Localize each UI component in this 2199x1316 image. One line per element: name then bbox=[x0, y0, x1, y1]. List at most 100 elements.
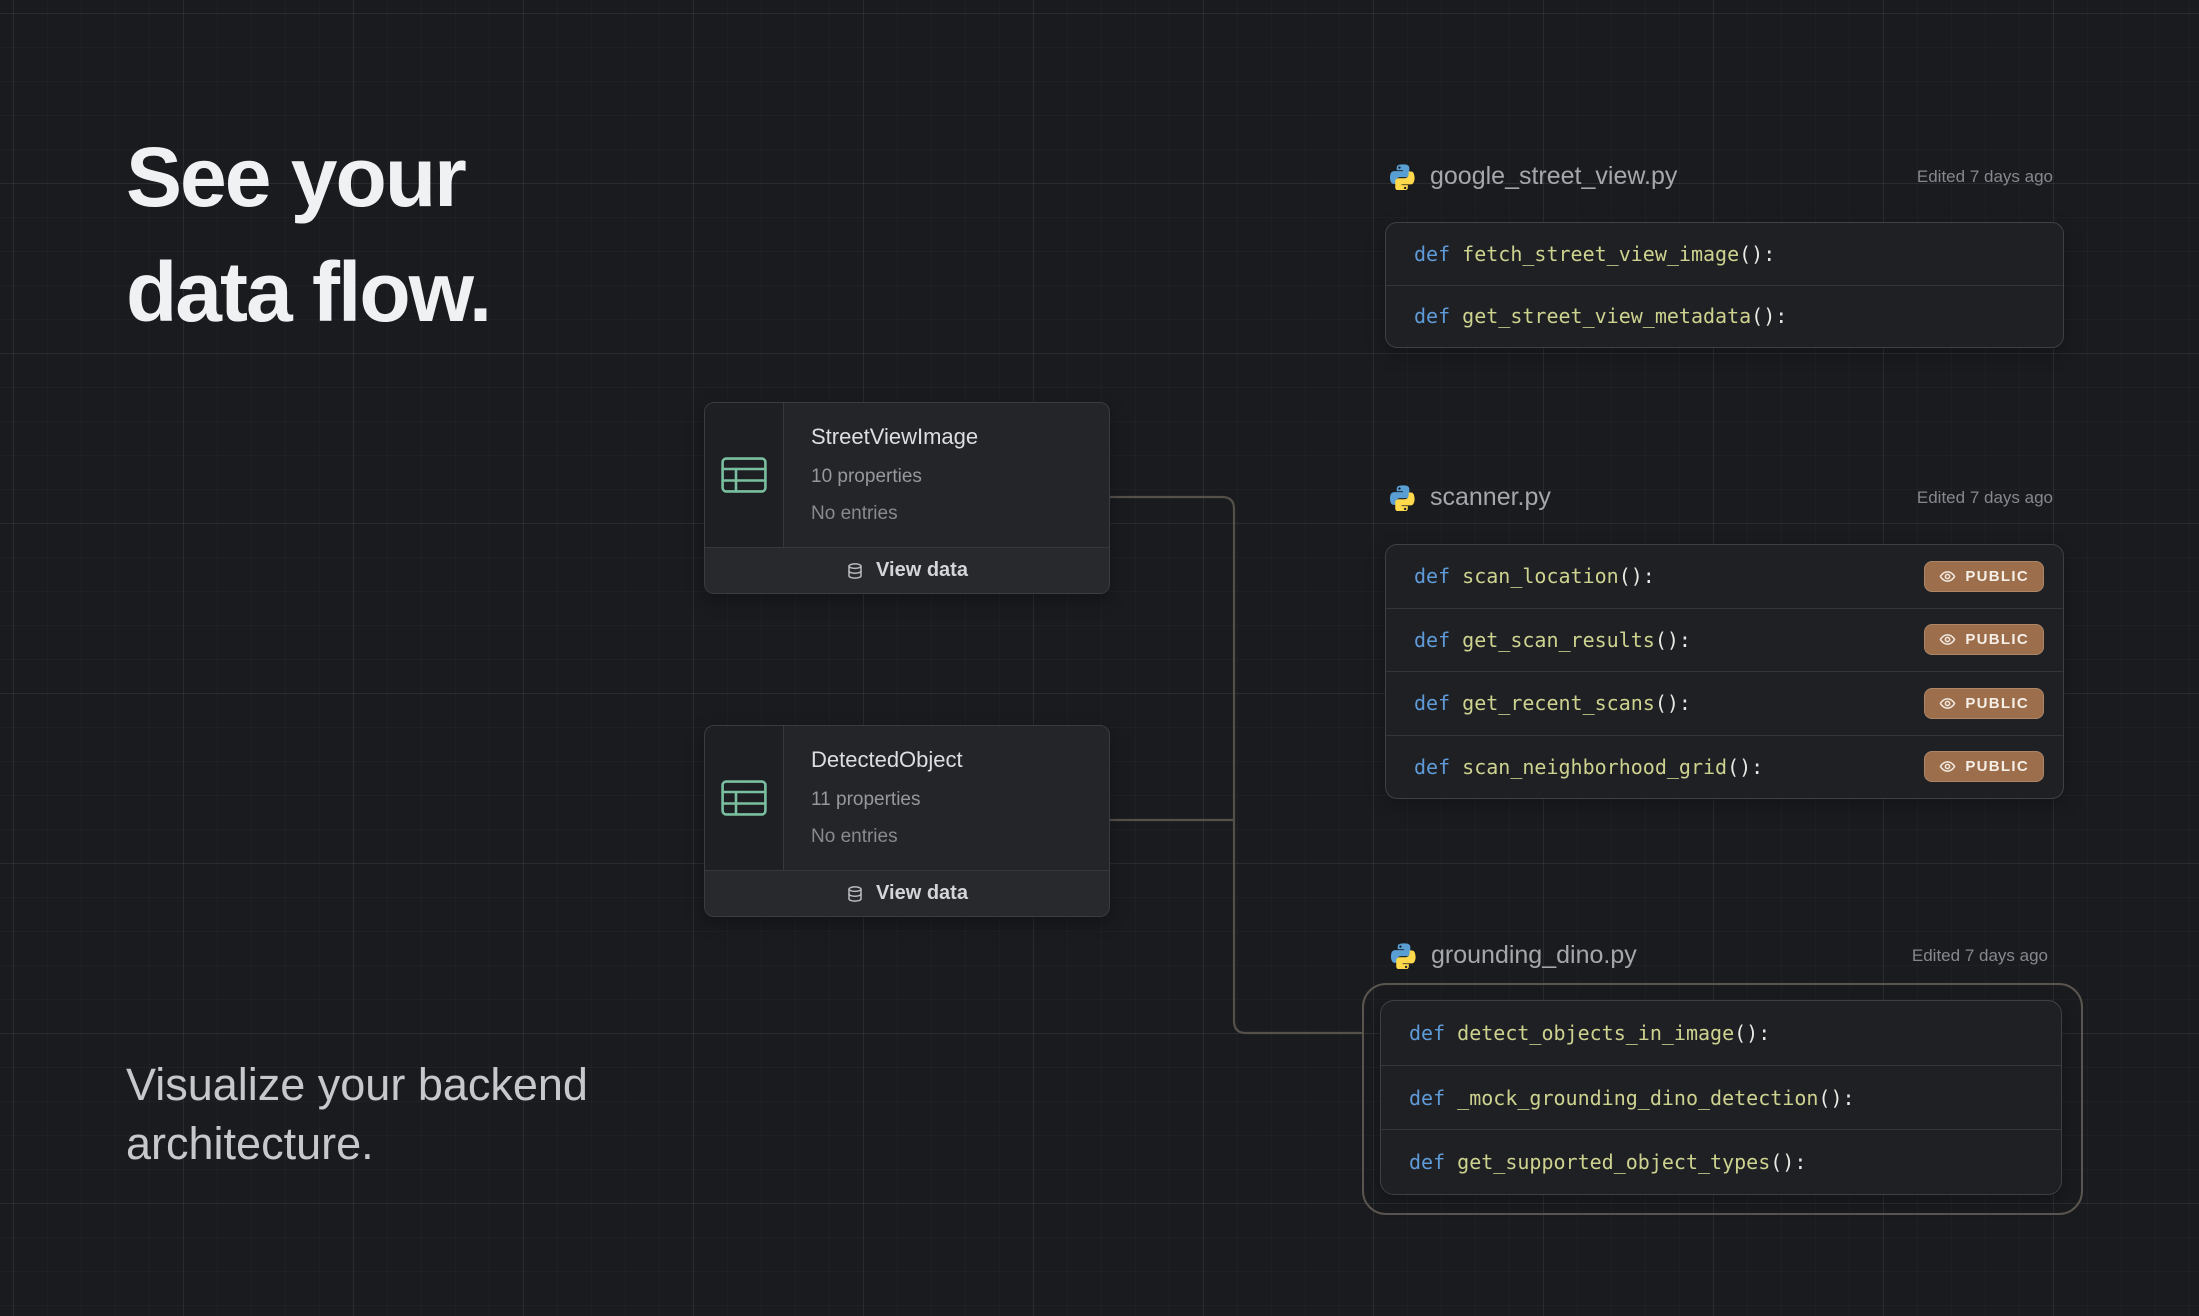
entity-title: StreetViewImage bbox=[811, 424, 979, 449]
page-title-line2: data flow. bbox=[126, 245, 492, 339]
page-subtitle-line2: architecture. bbox=[126, 1118, 374, 1169]
file-name: google_street_view.py bbox=[1430, 162, 1678, 190]
database-icon bbox=[846, 885, 864, 903]
visibility-badge: PUBLIC bbox=[1924, 560, 2044, 592]
function-signature: def fetch_street_view_image(): bbox=[1414, 242, 1775, 266]
function-name: fetch_street_view_image bbox=[1462, 241, 1740, 266]
file-edited-timestamp: Edited 7 days ago bbox=[1916, 166, 2053, 186]
visibility-badge: PUBLIC bbox=[1924, 624, 2044, 656]
function-parens: (): bbox=[1734, 1020, 1771, 1045]
function-row[interactable]: def _mock_grounding_dino_detection(): bbox=[1381, 1064, 2061, 1130]
function-row[interactable]: def scan_neighborhood_grid(): PUBLIC bbox=[1386, 734, 2063, 799]
function-signature: def _mock_grounding_dino_detection(): bbox=[1409, 1086, 1855, 1110]
function-signature: def get_supported_object_types(): bbox=[1409, 1150, 1806, 1174]
eye-icon bbox=[1939, 695, 1956, 712]
function-row[interactable]: def detect_objects_in_image(): bbox=[1381, 1001, 2061, 1065]
function-name: get_scan_results bbox=[1462, 627, 1655, 652]
view-data-label: View data bbox=[876, 559, 968, 581]
page-title-line1: See your bbox=[126, 130, 467, 224]
function-row[interactable]: def get_recent_scans(): PUBLIC bbox=[1386, 671, 2063, 735]
view-data-label: View data bbox=[876, 882, 968, 904]
entity-properties-count: 10 properties bbox=[811, 466, 922, 487]
entity-properties-count: 11 properties bbox=[811, 789, 921, 810]
visibility-badge-label: PUBLIC bbox=[1965, 758, 2029, 776]
function-parens: (): bbox=[1654, 627, 1691, 652]
function-row[interactable]: def get_scan_results(): PUBLIC bbox=[1386, 607, 2063, 672]
entity-info: StreetViewImage 10 properties No entries bbox=[784, 403, 1109, 547]
function-parens: (): bbox=[1770, 1150, 1807, 1175]
def-keyword: def bbox=[1414, 241, 1463, 266]
def-keyword: def bbox=[1414, 754, 1463, 779]
eye-icon bbox=[1939, 758, 1956, 775]
entity-card-detected_object: DetectedObject 11 properties No entries … bbox=[704, 725, 1110, 917]
visibility-badge-label: PUBLIC bbox=[1965, 631, 2029, 649]
function-name: _mock_grounding_dino_detection bbox=[1457, 1085, 1819, 1110]
connector-streetview-to-dino bbox=[1108, 495, 1362, 1035]
def-keyword: def bbox=[1414, 564, 1463, 589]
function-name: get_street_view_metadata bbox=[1462, 304, 1752, 329]
function-name: scan_neighborhood_grid bbox=[1462, 754, 1728, 779]
visibility-badge-label: PUBLIC bbox=[1965, 567, 2029, 585]
function-parens: (): bbox=[1727, 754, 1764, 779]
file-header: scanner.py Edited 7 days ago bbox=[1390, 483, 2053, 512]
def-keyword: def bbox=[1409, 1150, 1458, 1175]
def-keyword: def bbox=[1414, 627, 1463, 652]
function-row[interactable]: def scan_location(): PUBLIC bbox=[1386, 545, 2063, 608]
function-list: def fetch_street_view_image(): def get_s… bbox=[1385, 222, 2064, 348]
file-edited-timestamp: Edited 7 days ago bbox=[1911, 945, 2048, 965]
entity-entries-count: No entries bbox=[811, 826, 898, 847]
function-row[interactable]: def get_supported_object_types(): bbox=[1381, 1129, 2061, 1194]
entity-card-street_view_image: StreetViewImage 10 properties No entries… bbox=[704, 402, 1110, 594]
function-signature: def get_street_view_metadata(): bbox=[1414, 304, 1787, 328]
python-icon bbox=[1390, 163, 1416, 190]
view-data-button[interactable]: View data bbox=[705, 870, 1109, 916]
entity-entries-count: No entries bbox=[811, 503, 898, 524]
table-icon bbox=[705, 403, 784, 547]
function-signature: def get_recent_scans(): bbox=[1414, 691, 1691, 715]
entity-card-body: StreetViewImage 10 properties No entries bbox=[705, 403, 1109, 547]
file-header: google_street_view.py Edited 7 days ago bbox=[1390, 162, 2053, 191]
function-signature: def scan_neighborhood_grid(): bbox=[1414, 755, 1763, 779]
function-row[interactable]: def fetch_street_view_image(): bbox=[1386, 223, 2063, 285]
table-icon bbox=[705, 726, 784, 870]
def-keyword: def bbox=[1414, 691, 1463, 716]
function-list: def detect_objects_in_image(): def _mock… bbox=[1380, 1000, 2062, 1195]
function-signature: def scan_location(): bbox=[1414, 564, 1655, 588]
def-keyword: def bbox=[1409, 1020, 1458, 1045]
function-parens: (): bbox=[1739, 241, 1776, 266]
page-title: See your data flow. bbox=[126, 120, 492, 350]
file-header: grounding_dino.py Edited 7 days ago bbox=[1391, 941, 2048, 970]
def-keyword: def bbox=[1409, 1085, 1458, 1110]
function-parens: (): bbox=[1818, 1085, 1855, 1110]
function-name: detect_objects_in_image bbox=[1457, 1020, 1735, 1045]
visibility-badge: PUBLIC bbox=[1924, 687, 2044, 719]
entity-info: DetectedObject 11 properties No entries bbox=[784, 726, 1109, 870]
entity-card-body: DetectedObject 11 properties No entries bbox=[705, 726, 1109, 870]
function-parens: (): bbox=[1751, 304, 1788, 329]
file-edited-timestamp: Edited 7 days ago bbox=[1916, 487, 2053, 507]
function-signature: def get_scan_results(): bbox=[1414, 628, 1691, 652]
file-highlight-ring bbox=[1362, 983, 2083, 1215]
page-subtitle-line1: Visualize your backend bbox=[126, 1059, 588, 1110]
entity-title: DetectedObject bbox=[811, 747, 963, 772]
def-keyword: def bbox=[1414, 304, 1463, 329]
function-signature: def detect_objects_in_image(): bbox=[1409, 1021, 1770, 1045]
page-subtitle: Visualize your backend architecture. bbox=[126, 1055, 588, 1173]
function-parens: (): bbox=[1618, 564, 1655, 589]
eye-icon bbox=[1939, 568, 1956, 585]
python-icon bbox=[1391, 942, 1417, 969]
database-icon bbox=[846, 562, 864, 580]
visibility-badge-label: PUBLIC bbox=[1965, 694, 2029, 712]
file-name: grounding_dino.py bbox=[1431, 941, 1637, 969]
function-name: get_recent_scans bbox=[1462, 691, 1655, 716]
file-name: scanner.py bbox=[1430, 483, 1551, 511]
visibility-badge: PUBLIC bbox=[1924, 751, 2044, 783]
function-name: get_supported_object_types bbox=[1457, 1150, 1771, 1175]
view-data-button[interactable]: View data bbox=[705, 547, 1109, 593]
function-list: def scan_location(): PUBLIC def get_scan… bbox=[1385, 544, 2064, 799]
function-parens: (): bbox=[1654, 691, 1691, 716]
function-name: scan_location bbox=[1462, 564, 1619, 589]
function-row[interactable]: def get_street_view_metadata(): bbox=[1386, 284, 2063, 348]
